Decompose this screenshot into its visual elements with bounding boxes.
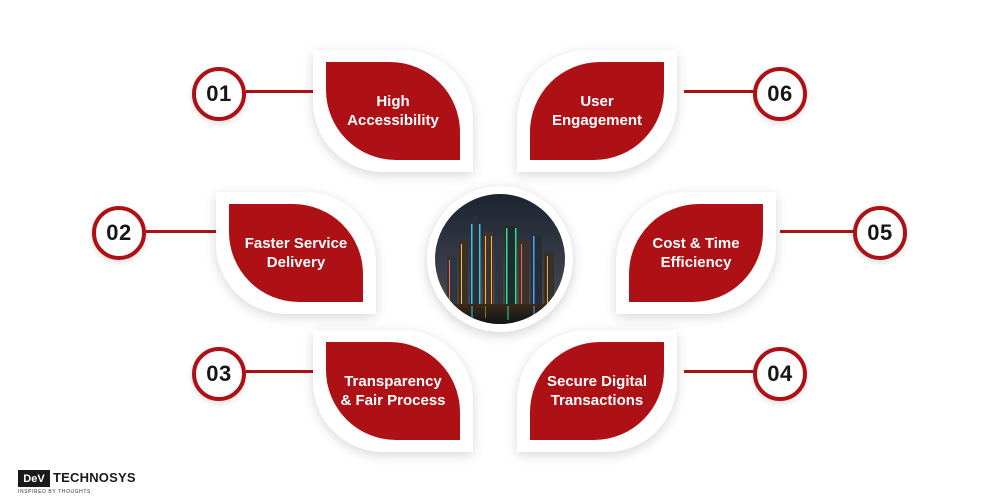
connector-line-02	[146, 230, 220, 233]
feature-label-01: High Accessibility	[326, 62, 460, 160]
feature-number-04: 04	[753, 347, 807, 401]
feature-card-05: Cost & Time Efficiency	[616, 192, 776, 314]
feature-label-04: Secure Digital Transactions	[530, 342, 664, 440]
feature-number-06: 06	[753, 67, 807, 121]
feature-label-02: Faster Service Delivery	[229, 204, 363, 302]
logo-tagline: INSPIRED BY THOUGHTS	[18, 489, 91, 495]
city-skyline-night-image	[435, 194, 565, 324]
brand-logo: DeV TECHNOSYS INSPIRED BY THOUGHTS	[18, 470, 140, 495]
connector-line-04	[684, 370, 754, 373]
feature-card-03: Transparency & Fair Process	[313, 330, 473, 452]
feature-label-03: Transparency & Fair Process	[326, 342, 460, 440]
feature-number-02: 02	[92, 206, 146, 260]
feature-label-05: Cost & Time Efficiency	[629, 204, 763, 302]
feature-card-06: User Engagement	[517, 50, 677, 172]
logo-wordmark: TECHNOSYS	[53, 470, 136, 485]
connector-line-01	[246, 90, 316, 93]
feature-number-01: 01	[192, 67, 246, 121]
feature-card-04: Secure Digital Transactions	[517, 330, 677, 452]
logo-mark: DeV	[18, 470, 50, 487]
center-image-frame	[427, 186, 573, 332]
connector-line-06	[684, 90, 754, 93]
connector-line-05	[780, 230, 854, 233]
feature-card-02: Faster Service Delivery	[216, 192, 376, 314]
feature-number-03: 03	[192, 347, 246, 401]
feature-card-01: High Accessibility	[313, 50, 473, 172]
feature-label-06: User Engagement	[530, 62, 664, 160]
connector-line-03	[246, 370, 316, 373]
feature-number-05: 05	[853, 206, 907, 260]
